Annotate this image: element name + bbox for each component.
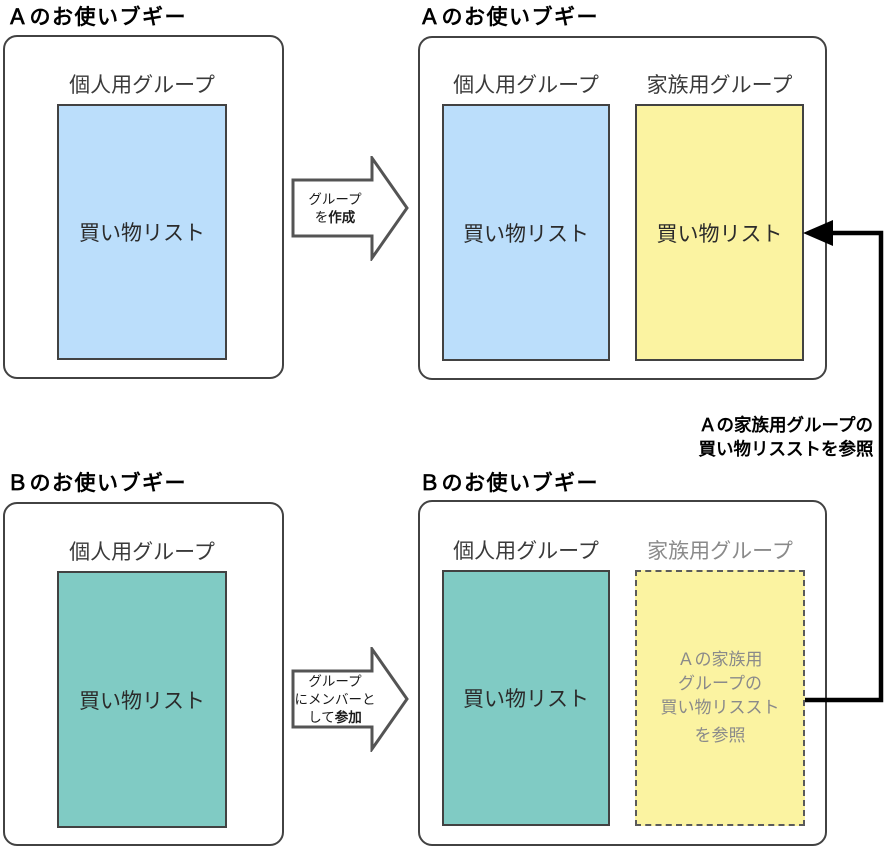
title-a-before: Ａのお使いブギー bbox=[7, 6, 187, 29]
group-label-family: 家族用グループ bbox=[647, 540, 793, 563]
arrow-label-line: グループ bbox=[308, 673, 362, 689]
reference-text-line: グループの bbox=[678, 674, 762, 693]
title-b-before: Ｂのお使いブギー bbox=[7, 472, 187, 495]
reference-text-line: 買い物リススト bbox=[660, 698, 780, 717]
shopping-list-box-blue: 買い物リスト bbox=[57, 104, 227, 360]
arrow-label-line: して参加 bbox=[308, 709, 362, 725]
panel-b-before: 個人用グループ 買い物リスト bbox=[3, 502, 284, 846]
title-b-after: Ｂのお使いブギー bbox=[419, 472, 599, 495]
group-label-personal: 個人用グループ bbox=[69, 541, 215, 564]
create-group-block-arrow-icon bbox=[291, 156, 409, 261]
arrow-label-line: にメンバーと bbox=[294, 691, 376, 707]
create-group-arrow-label: グループ を作成 bbox=[293, 156, 377, 261]
shopping-list-text: 買い物リスト bbox=[463, 688, 589, 711]
referenced-list-box-dashed: Ａの家族用 グループの 買い物リススト を参照 bbox=[635, 570, 805, 826]
title-a-after: Ａのお使いブギー bbox=[419, 6, 599, 29]
reference-text-line: Ａの家族用 bbox=[677, 650, 763, 669]
arrow-label-line: を作成 bbox=[314, 209, 356, 225]
shopping-list-box-blue: 買い物リスト bbox=[442, 104, 610, 361]
group-label-personal: 個人用グループ bbox=[453, 540, 599, 563]
join-group-arrow-label: グループ にメンバーと して参加 bbox=[293, 647, 377, 752]
arrow-label-line: グループ bbox=[308, 191, 362, 207]
shopping-list-box-teal: 買い物リスト bbox=[442, 570, 610, 826]
join-group-block-arrow-icon bbox=[291, 647, 409, 752]
reference-text-line: を参照 bbox=[694, 726, 746, 745]
panel-a-after: 個人用グループ 家族用グループ 買い物リスト 買い物リスト bbox=[418, 36, 827, 380]
shopping-list-text: 買い物リスト bbox=[79, 222, 205, 245]
shopping-list-box-yellow: 買い物リスト bbox=[635, 104, 804, 361]
shopping-list-text: 買い物リスト bbox=[79, 689, 205, 713]
shopping-list-box-teal: 買い物リスト bbox=[57, 571, 227, 828]
shopping-list-text: 買い物リスト bbox=[656, 222, 783, 246]
group-label-personal: 個人用グループ bbox=[69, 74, 215, 97]
group-label-family: 家族用グループ bbox=[646, 74, 793, 97]
shopping-list-text: 買い物リスト bbox=[463, 222, 589, 246]
group-label-personal: 個人用グループ bbox=[453, 74, 599, 97]
annotation-line: 買い物リスストを参照 bbox=[698, 439, 874, 459]
annotation-line: Ａの家族用グループの bbox=[699, 415, 873, 435]
reference-annotation: Ａの家族用グループの 買い物リスストを参照 bbox=[690, 413, 882, 461]
panel-a-before: 個人用グループ 買い物リスト bbox=[3, 35, 284, 379]
panel-b-after: 個人用グループ 家族用グループ 買い物リスト Ａの家族用 グループの 買い物リス… bbox=[418, 500, 827, 846]
